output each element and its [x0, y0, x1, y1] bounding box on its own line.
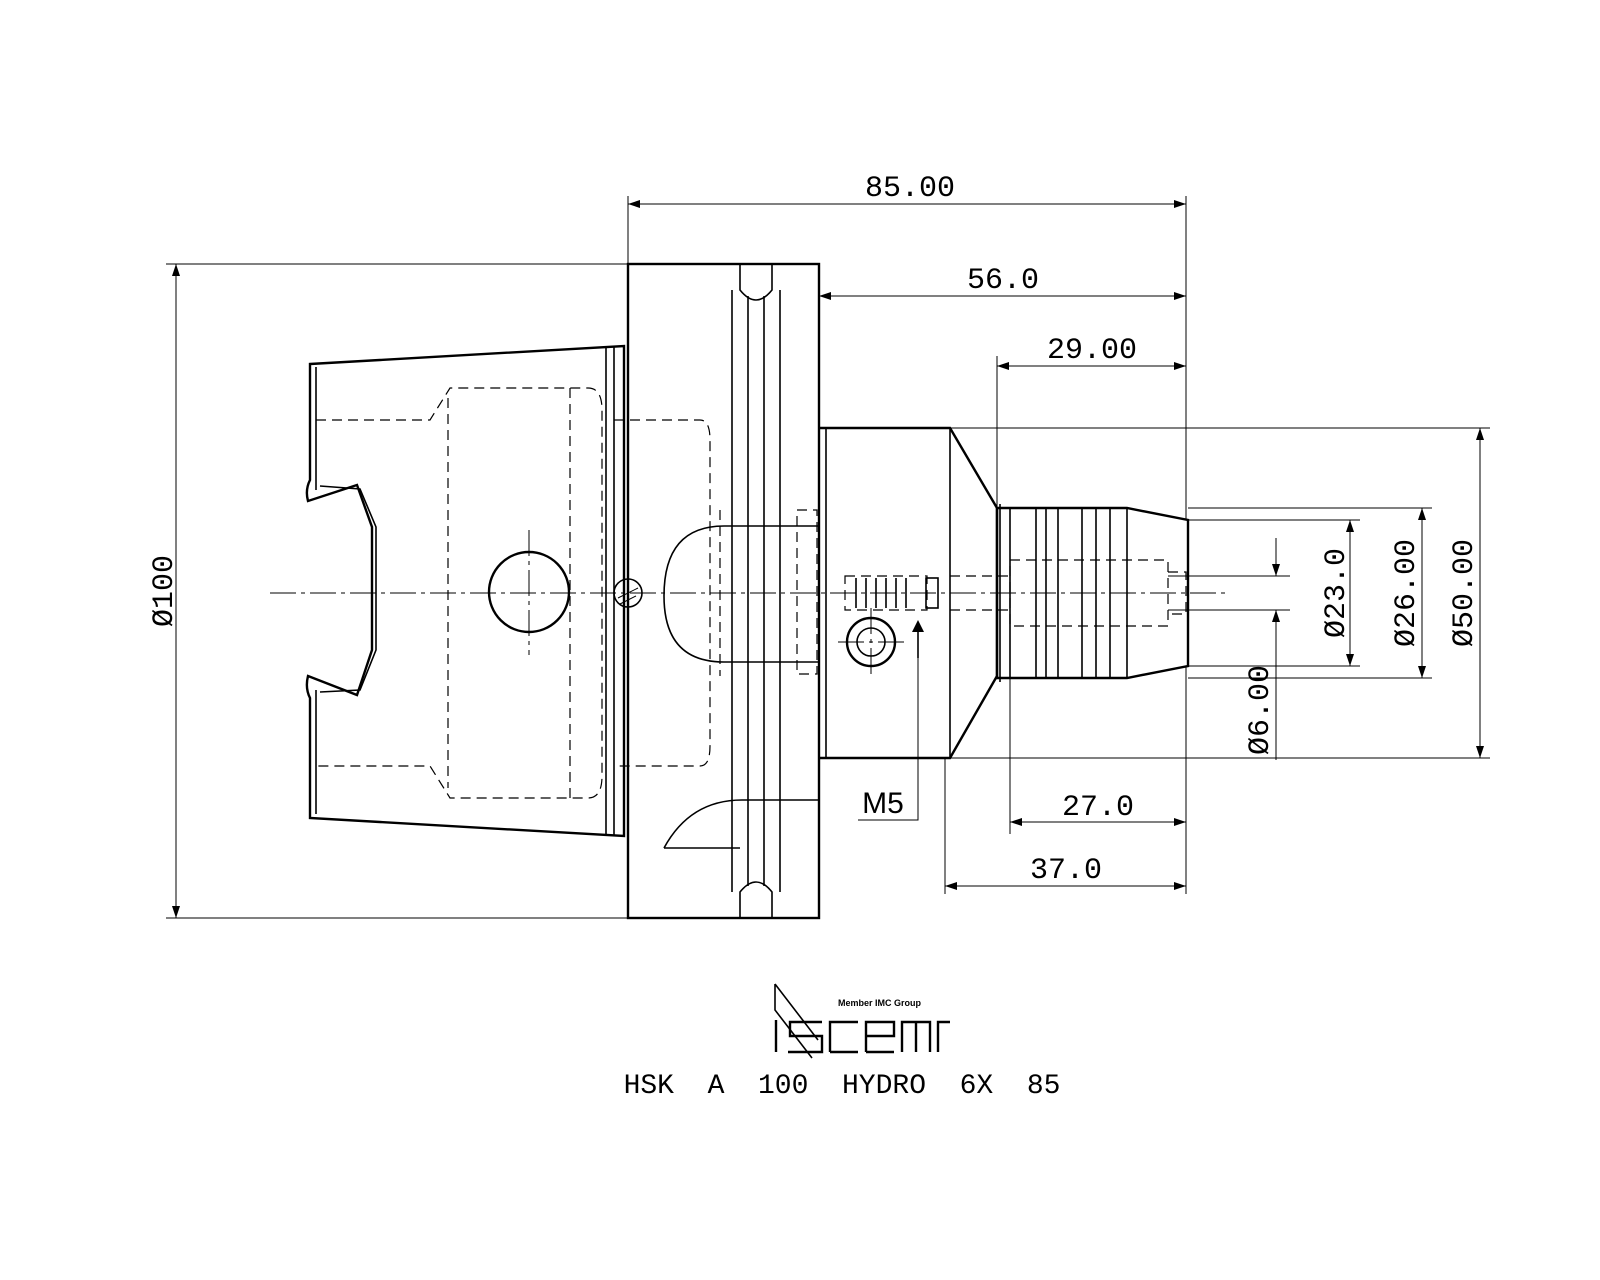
dim-85 — [627, 196, 1187, 520]
dim-body-length: 37.0 — [1030, 854, 1102, 888]
dim-shank-diameter: Ø100 — [148, 555, 182, 627]
m5-leader — [858, 658, 919, 821]
dim-clamp-length: 27.0 — [1062, 791, 1134, 825]
dim-27 — [1009, 666, 1187, 894]
dim-bore-diameter: Ø6.00 — [1244, 665, 1278, 755]
dim-flange-to-end: 56.0 — [967, 264, 1039, 298]
screw-thread-label: M5 — [862, 787, 904, 820]
flange — [626, 262, 821, 920]
logo-tagline: Member IMC Group — [838, 998, 922, 1008]
dim-d100 — [166, 263, 628, 919]
dim-body-diameter: Ø50.00 — [1448, 539, 1482, 647]
dim-overall-length: 85.00 — [865, 172, 955, 206]
dim-d23 — [1188, 519, 1360, 667]
dim-d26 — [1188, 507, 1432, 679]
dim-d50 — [950, 427, 1490, 759]
dim-37 — [944, 758, 1186, 894]
drawing-title: HSK A 100 HYDRO 6X 85 — [624, 1071, 1061, 1102]
dim-29 — [996, 356, 1186, 508]
dim-nose-length: 29.00 — [1047, 334, 1137, 368]
iscar-logo — [774, 983, 950, 1059]
dim-clamp-bore-diameter: Ø23.0 — [1320, 548, 1354, 638]
dim-nose-diameter: Ø26.00 — [1390, 539, 1424, 647]
screw-port-centerline — [838, 608, 904, 676]
dim-d6 — [1168, 538, 1290, 760]
pin-hatch — [617, 587, 639, 605]
